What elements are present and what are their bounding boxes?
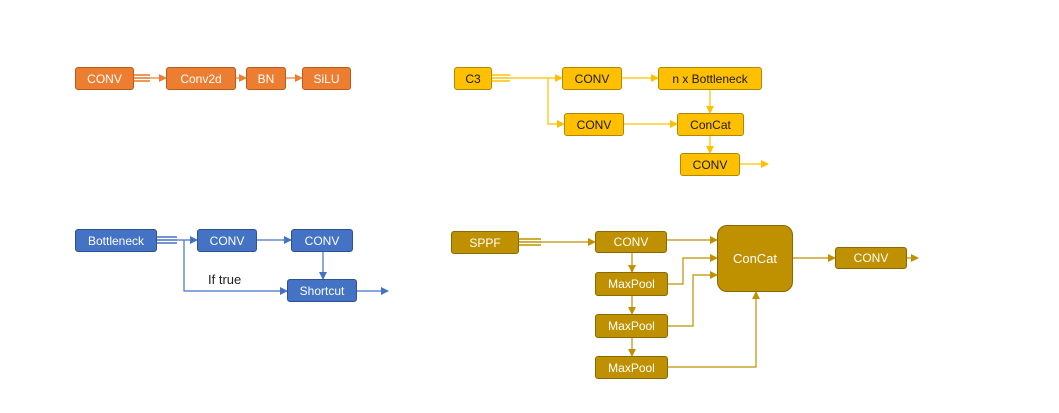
c3-block-connectors — [492, 74, 769, 168]
c3-concat-node: ConCat — [677, 113, 744, 136]
bottleneck-node: Bottleneck — [75, 229, 157, 252]
conv2d-node: Conv2d — [166, 67, 236, 90]
conv-node: CONV — [75, 67, 134, 90]
shortcut-node: Shortcut — [287, 279, 357, 302]
c3-node: C3 — [454, 67, 492, 90]
bottleneck-block-connectors — [157, 236, 389, 295]
c3-conv-top-node: CONV — [562, 67, 622, 90]
bn-node: BN — [246, 67, 286, 90]
bottleneck-conv2-node: CONV — [291, 229, 353, 252]
n-bottleneck-node: n x Bottleneck — [658, 67, 762, 90]
maxpool-3-node: MaxPool — [595, 356, 668, 379]
conv-block-connectors — [134, 74, 303, 82]
c3-conv-mid-node: CONV — [564, 113, 624, 136]
silu-node: SiLU — [302, 67, 351, 90]
if-true-label: If true — [208, 272, 242, 287]
sppf-node: SPPF — [451, 231, 519, 254]
sppf-concat-node: ConCat — [717, 225, 793, 292]
bottleneck-conv1-node: CONV — [197, 229, 257, 252]
sppf-conv-out-node: CONV — [835, 247, 907, 269]
sppf-block-connectors — [519, 236, 919, 368]
maxpool-2-node: MaxPool — [595, 314, 668, 338]
maxpool-1-node: MaxPool — [595, 272, 668, 296]
c3-conv-out-node: CONV — [680, 153, 740, 176]
sppf-conv-in-node: CONV — [595, 231, 667, 253]
